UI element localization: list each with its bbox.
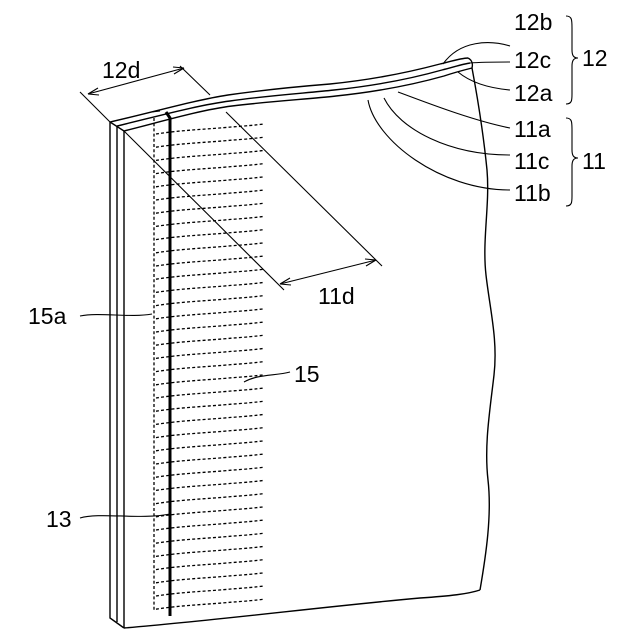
dashed-line-25 — [156, 454, 264, 464]
leader-11b — [368, 100, 510, 190]
leader-12a — [458, 72, 510, 90]
dashed-line-10 — [156, 256, 264, 266]
dashed-line-2 — [156, 150, 264, 160]
dim-11d-ext-right — [226, 112, 382, 266]
dashed-line-8 — [156, 230, 264, 240]
label-13: 13 — [46, 506, 72, 532]
dashed-line-16 — [156, 335, 264, 345]
dashed-line-35 — [156, 586, 264, 596]
label-11: 11 — [582, 148, 606, 174]
label-12c: 12c — [514, 47, 551, 73]
dashed-line-23 — [156, 428, 264, 438]
label-12d: 12d — [102, 57, 140, 83]
dashed-line-24 — [156, 441, 264, 451]
label-15: 15 — [294, 361, 320, 387]
dashed-line-28 — [156, 494, 264, 504]
dashed-line-30 — [156, 520, 264, 530]
label-12a: 12a — [514, 80, 553, 106]
braces — [566, 16, 578, 206]
label-12b: 12b — [514, 9, 552, 35]
leader-11a — [398, 92, 510, 128]
dashed-line-33 — [156, 560, 264, 570]
dashed-line-31 — [156, 533, 264, 543]
dashed-line-12 — [156, 282, 264, 292]
panel-right-edge — [472, 68, 495, 590]
dashed-line-22 — [156, 414, 264, 424]
reference-labels: 12b 12c 12a 12 11a 11c 11b 11 12d 11d 15… — [28, 9, 608, 532]
dashed-line-13 — [156, 296, 264, 306]
label-15a: 15a — [28, 303, 67, 329]
leader-15a — [80, 314, 152, 316]
dashed-line-27 — [156, 480, 264, 490]
dashed-line-20 — [156, 388, 264, 398]
dashed-line-0 — [156, 124, 264, 134]
dashed-line-32 — [156, 546, 264, 556]
bold-seal-line — [166, 112, 170, 616]
dashed-line-7 — [156, 216, 264, 226]
dashed-line-17 — [156, 348, 264, 358]
label-11b: 11b — [514, 180, 551, 206]
dim-11d-ext-left — [124, 131, 284, 290]
seal-line-13 — [152, 111, 170, 616]
leader-12c — [470, 62, 510, 63]
dim-12d-ext-left — [80, 92, 110, 122]
dashed-line-6 — [156, 203, 264, 213]
dashed-line-15 — [156, 322, 264, 332]
dimension-11d — [124, 112, 382, 290]
dashed-lines-15 — [156, 124, 264, 609]
brace-12 — [566, 16, 578, 104]
dashed-line-21 — [156, 401, 264, 411]
leader-11c — [384, 98, 510, 155]
dim-11d-arrow-line — [280, 260, 376, 284]
label-11a: 11a — [514, 116, 551, 142]
leader-13 — [80, 514, 170, 518]
dim-12d-ext-right — [180, 66, 210, 95]
top-edge-outer — [110, 58, 468, 122]
dashed-line-3 — [156, 164, 264, 174]
dashed-line-1 — [156, 137, 264, 147]
dashed-line-36 — [156, 599, 264, 609]
dashed-line-5 — [156, 190, 264, 200]
dashed-line-11 — [156, 269, 264, 279]
top-edge-inner — [124, 68, 472, 131]
dashed-line-34 — [156, 573, 264, 583]
dashed-line-14 — [156, 309, 264, 319]
panel-bottom-edge — [124, 590, 480, 628]
dashed-line-29 — [156, 507, 264, 517]
brace-11 — [566, 118, 578, 206]
leader-15 — [244, 372, 290, 382]
label-12: 12 — [582, 45, 608, 71]
dashed-line-18 — [156, 362, 264, 372]
dashed-line-9 — [156, 243, 264, 253]
label-11c: 11c — [514, 148, 549, 174]
dashed-line-26 — [156, 467, 264, 477]
label-11d: 11d — [318, 283, 355, 309]
